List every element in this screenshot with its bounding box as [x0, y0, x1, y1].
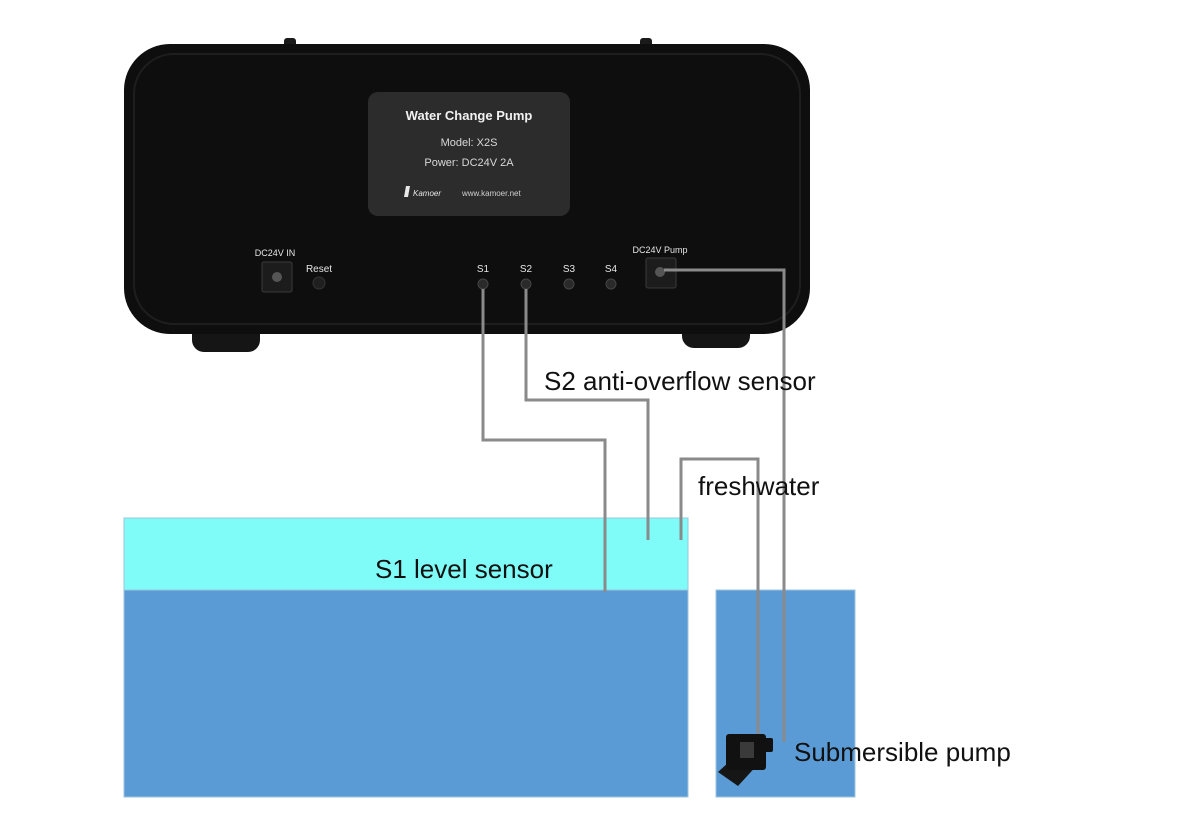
- brand-logo: Kamoer: [404, 186, 441, 198]
- s4-port: [605, 278, 617, 290]
- pump-outlet: [763, 738, 773, 752]
- device-bezel: [133, 53, 801, 325]
- pump-label: Submersible pump: [794, 737, 1011, 767]
- pump-power-cable: [664, 268, 786, 742]
- s2-sensor-label: S2 anti-overflow sensor: [544, 366, 816, 396]
- nameplate-power: Power: DC24V 2A: [424, 157, 514, 169]
- dc-pump-pin: [655, 267, 665, 277]
- wiring: [481, 268, 786, 742]
- main-tank-water: [123, 589, 689, 798]
- pump-label-plate: [740, 742, 754, 758]
- dc-pump-label: DC24V Pump: [632, 245, 687, 255]
- freshwater-label: freshwater: [698, 471, 820, 501]
- reset-button: [312, 276, 326, 290]
- dc-in-label: DC24V IN: [255, 248, 296, 258]
- submersible-pump-icon: [718, 734, 773, 786]
- s1-sensor-label: S1 level sensor: [375, 554, 553, 584]
- s2-sensor-wire: [524, 289, 650, 540]
- s1-label: S1: [477, 264, 490, 275]
- s2-label: S2: [520, 264, 533, 275]
- s1-port: [477, 278, 489, 290]
- nameplate-website: www.kamoer.net: [461, 189, 521, 198]
- nameplate: [368, 92, 570, 216]
- main-tank-air-gap: [123, 517, 689, 591]
- reset-label: Reset: [306, 264, 332, 275]
- freshwater-tube: [679, 457, 760, 742]
- main-tank: [123, 517, 689, 798]
- s3-port: [563, 278, 575, 290]
- brand-logo-text: Kamoer: [413, 189, 441, 198]
- brand-logo-mark: [404, 186, 410, 197]
- controller-device: Water Change Pump Model: X2S Power: DC24…: [124, 38, 810, 352]
- dc-in-pin: [272, 272, 282, 282]
- nameplate-title: Water Change Pump: [406, 108, 533, 123]
- nameplate-model: Model: X2S: [441, 137, 498, 149]
- s1-sensor-wire: [481, 289, 607, 592]
- s2-port: [520, 278, 532, 290]
- s3-label: S3: [563, 264, 576, 275]
- s4-label: S4: [605, 264, 618, 275]
